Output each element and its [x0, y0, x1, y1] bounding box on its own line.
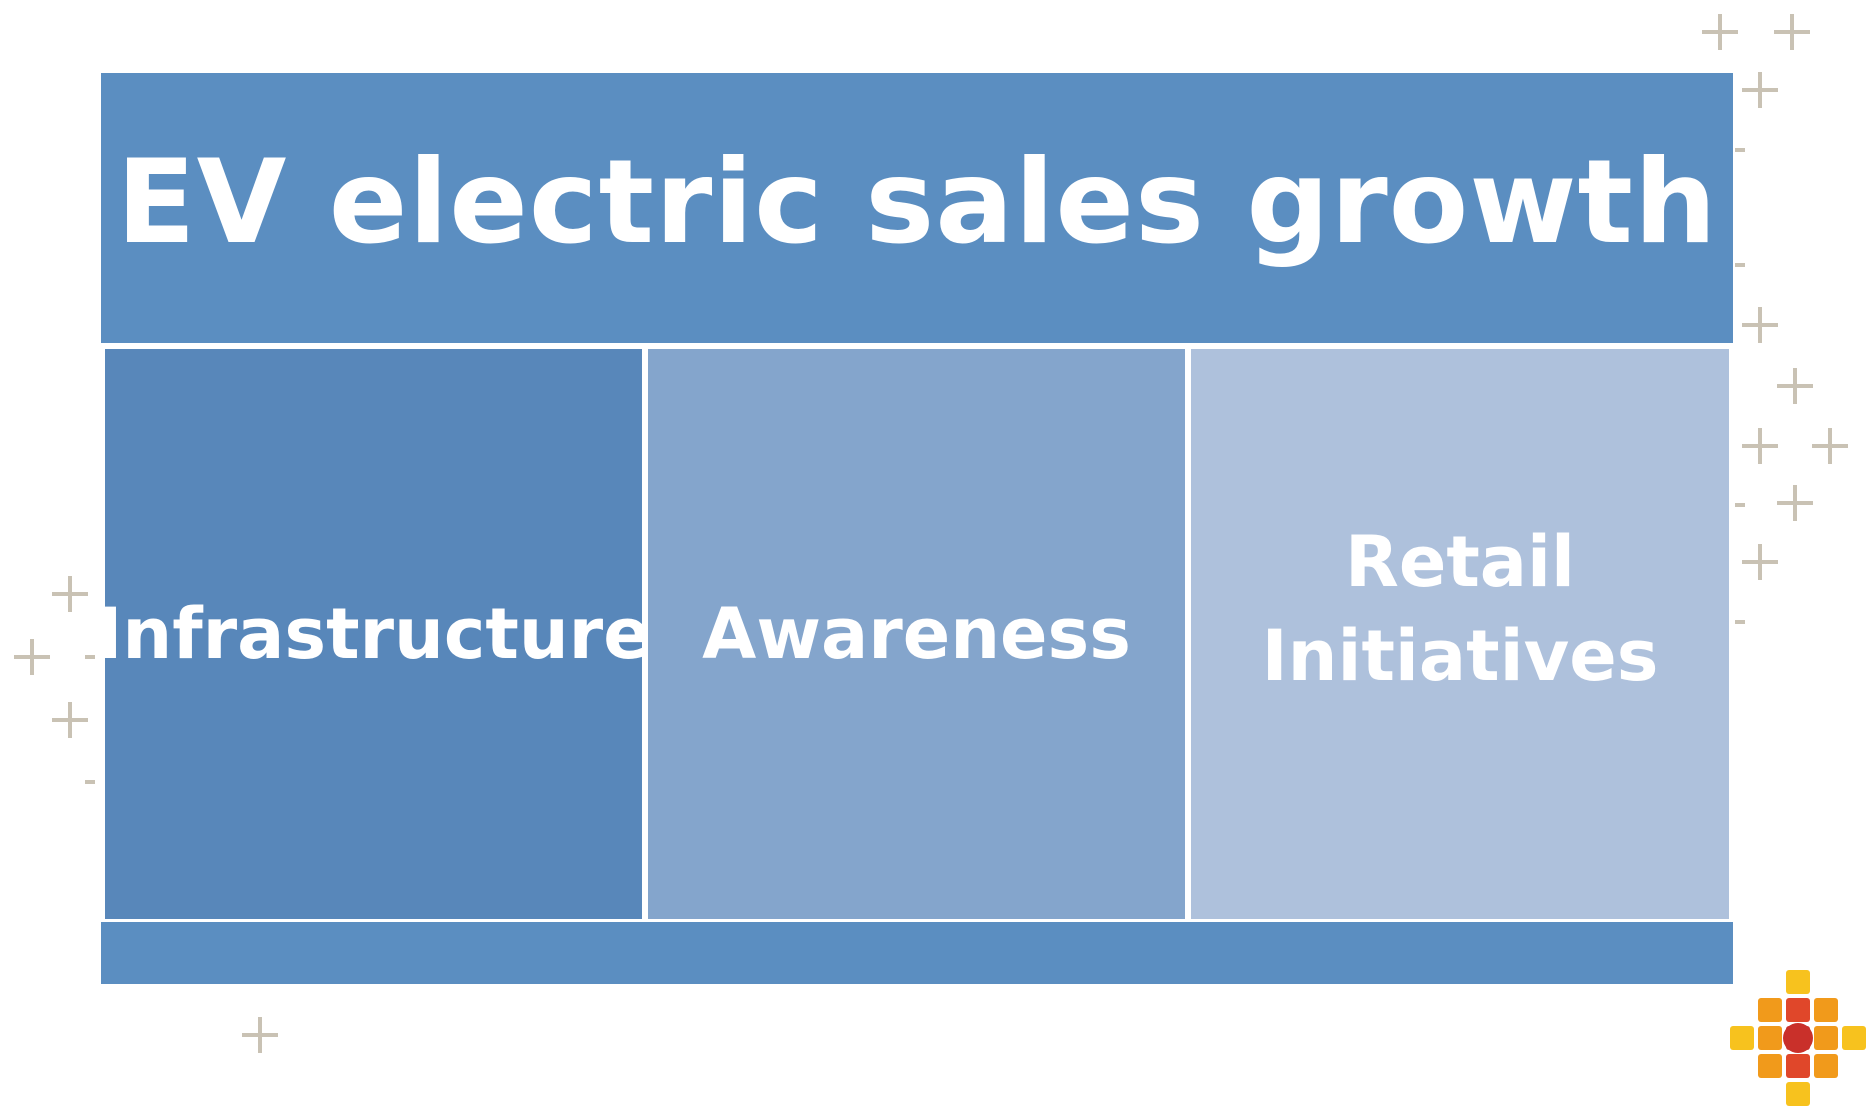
cross-grid-logo-icon [1730, 970, 1866, 1106]
logo-square [1758, 1026, 1782, 1050]
logo-square [1814, 1026, 1838, 1050]
plus-sign-icon [1702, 14, 1738, 50]
plus-sign-icon [1742, 72, 1778, 108]
plus-sign-icon [1774, 14, 1810, 50]
plus-sign-icon [242, 1017, 278, 1053]
panel-label: Retail Initiatives [1261, 520, 1659, 698]
plus-sign-icon [1742, 307, 1778, 343]
logo-center [1783, 1023, 1813, 1053]
plus-sign-icon [14, 639, 50, 675]
logo-square [1786, 970, 1810, 994]
plus-sign-icon [1742, 544, 1778, 580]
logo-square [1814, 998, 1838, 1022]
logo-square [1786, 1054, 1810, 1078]
logo-square [1730, 1026, 1754, 1050]
plus-sign-icon [1777, 368, 1813, 404]
panel-infrastructure: Infrastructure [96, 349, 651, 919]
plus-sign-icon [1777, 485, 1813, 521]
logo-square [1842, 1026, 1866, 1050]
plus-sign-icon [52, 576, 88, 612]
plus-sign-icon [1812, 428, 1848, 464]
logo-square [1786, 1082, 1810, 1106]
diagram-title: EV electric sales growth [116, 135, 1718, 270]
panel-awareness: Awareness [648, 349, 1185, 919]
panel-retail-initiatives: Retail Initiatives [1191, 349, 1729, 919]
title-bar: EV electric sales growth [101, 73, 1733, 343]
logo-square [1786, 998, 1810, 1022]
panel-label: Awareness [702, 592, 1131, 675]
bottom-bar [101, 922, 1733, 984]
logo-square [1814, 1054, 1838, 1078]
logo-square [1758, 998, 1782, 1022]
plus-sign-icon [52, 702, 88, 738]
logo-square [1758, 1054, 1782, 1078]
panel-label: Infrastructure [96, 592, 651, 675]
plus-sign-icon [1742, 428, 1778, 464]
plus-marks [14, 14, 1848, 1053]
